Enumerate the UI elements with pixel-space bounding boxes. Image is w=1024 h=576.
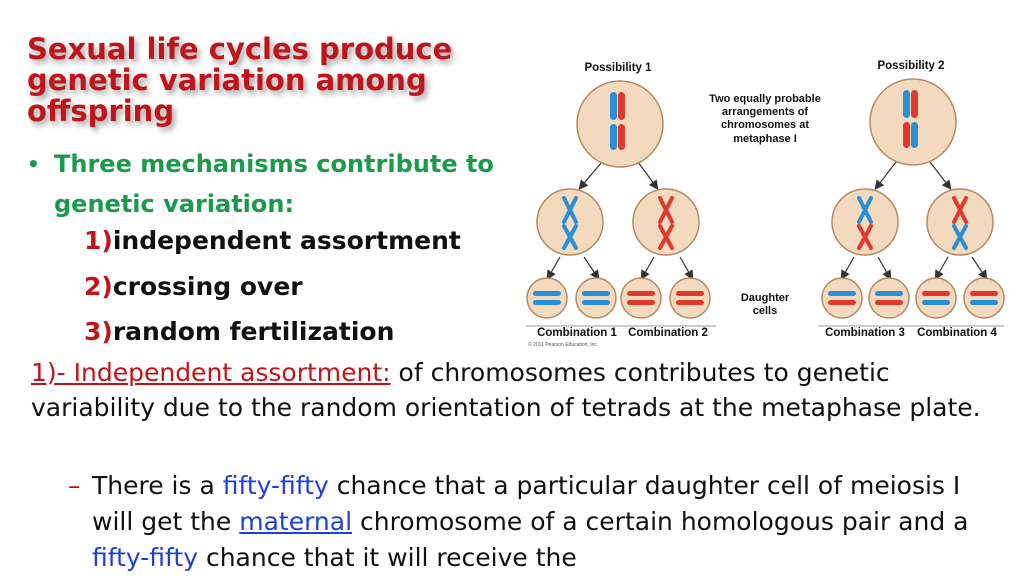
independent-assortment-diagram: Possibility 1 Possibility 2 Two equally … xyxy=(526,60,1005,348)
bullet-text: Three mechanisms contribute to genetic v… xyxy=(54,150,494,218)
note-line-2: arrangements of xyxy=(722,106,809,118)
note-line-1: Two equally probable xyxy=(709,93,821,105)
sub-text-1: There is a xyxy=(92,471,223,500)
copyright-text: © 2011 Pearson Education, Inc. xyxy=(528,341,598,348)
daughter-cells-combination-2 xyxy=(620,277,711,319)
mechanism-number: 3) xyxy=(84,317,113,346)
possibility-1-cell xyxy=(576,80,664,168)
possibility-2-label: Possibility 2 xyxy=(877,60,944,72)
possibility-1-label: Possibility 1 xyxy=(584,62,652,74)
mechanism-item-1: 1)independent assortment xyxy=(84,226,461,255)
mechanism-label: crossing over xyxy=(112,272,303,301)
combination-4-label: Combination 4 xyxy=(917,327,997,339)
sub-bullet: – There is a fifty-fifty chance that a p… xyxy=(68,468,998,576)
daughter-cells-combination-4 xyxy=(915,277,1005,319)
mechanism-number: 1) xyxy=(84,226,113,255)
mechanism-item-3: 3)random fertilization xyxy=(84,317,394,346)
daughter-label-2: cells xyxy=(753,305,777,317)
middle-cell xyxy=(536,188,604,256)
combination-3-label: Combination 3 xyxy=(825,327,905,339)
sub-bullet-text: There is a fifty-fifty chance that a par… xyxy=(68,468,998,576)
middle-cell xyxy=(831,188,899,256)
note-line-3: chromosomes at xyxy=(721,119,809,131)
slide-title: Sexual life cycles produce genetic varia… xyxy=(27,32,453,128)
combination-2-label: Combination 2 xyxy=(628,327,708,339)
daughter-label-1: Daughter xyxy=(741,292,790,304)
possibility-2-cell xyxy=(869,78,957,166)
fifty-fifty-text-2: fifty-fifty xyxy=(92,543,198,572)
maternal-text: maternal xyxy=(239,507,353,536)
daughter-cells-combination-3 xyxy=(821,277,910,319)
note-line-4: metaphase I xyxy=(733,133,797,145)
mechanism-label: random fertilization xyxy=(112,317,395,346)
mechanism-number: 2) xyxy=(84,272,113,301)
middle-cell xyxy=(926,188,994,256)
sub-text-2: chance that a particular daughter cell o… xyxy=(92,471,961,536)
bullet-item: • Three mechanisms contribute to genetic… xyxy=(27,144,557,224)
fifty-fifty-text: fifty-fifty xyxy=(222,471,329,500)
sub-text-4: chance that it will receive the xyxy=(198,543,577,572)
daughter-cells-combination-1 xyxy=(526,277,617,319)
independent-assortment-paragraph: 1)- Independent assortment: of chromosom… xyxy=(31,355,1006,425)
mechanism-item-2: 2)crossing over xyxy=(84,272,303,301)
paragraph-body: of chromosomes contributes to genetic va… xyxy=(31,358,981,422)
mechanism-label: independent assortment xyxy=(112,226,461,255)
sub-text-3: chromosome of a certain homologous pair … xyxy=(352,507,969,536)
bullet-dot-icon: • xyxy=(27,152,40,176)
combination-1-label: Combination 1 xyxy=(537,327,617,339)
independent-assortment-heading: 1)- Independent assortment: xyxy=(31,358,391,387)
middle-cell xyxy=(632,188,700,256)
dash-icon: – xyxy=(68,471,81,500)
